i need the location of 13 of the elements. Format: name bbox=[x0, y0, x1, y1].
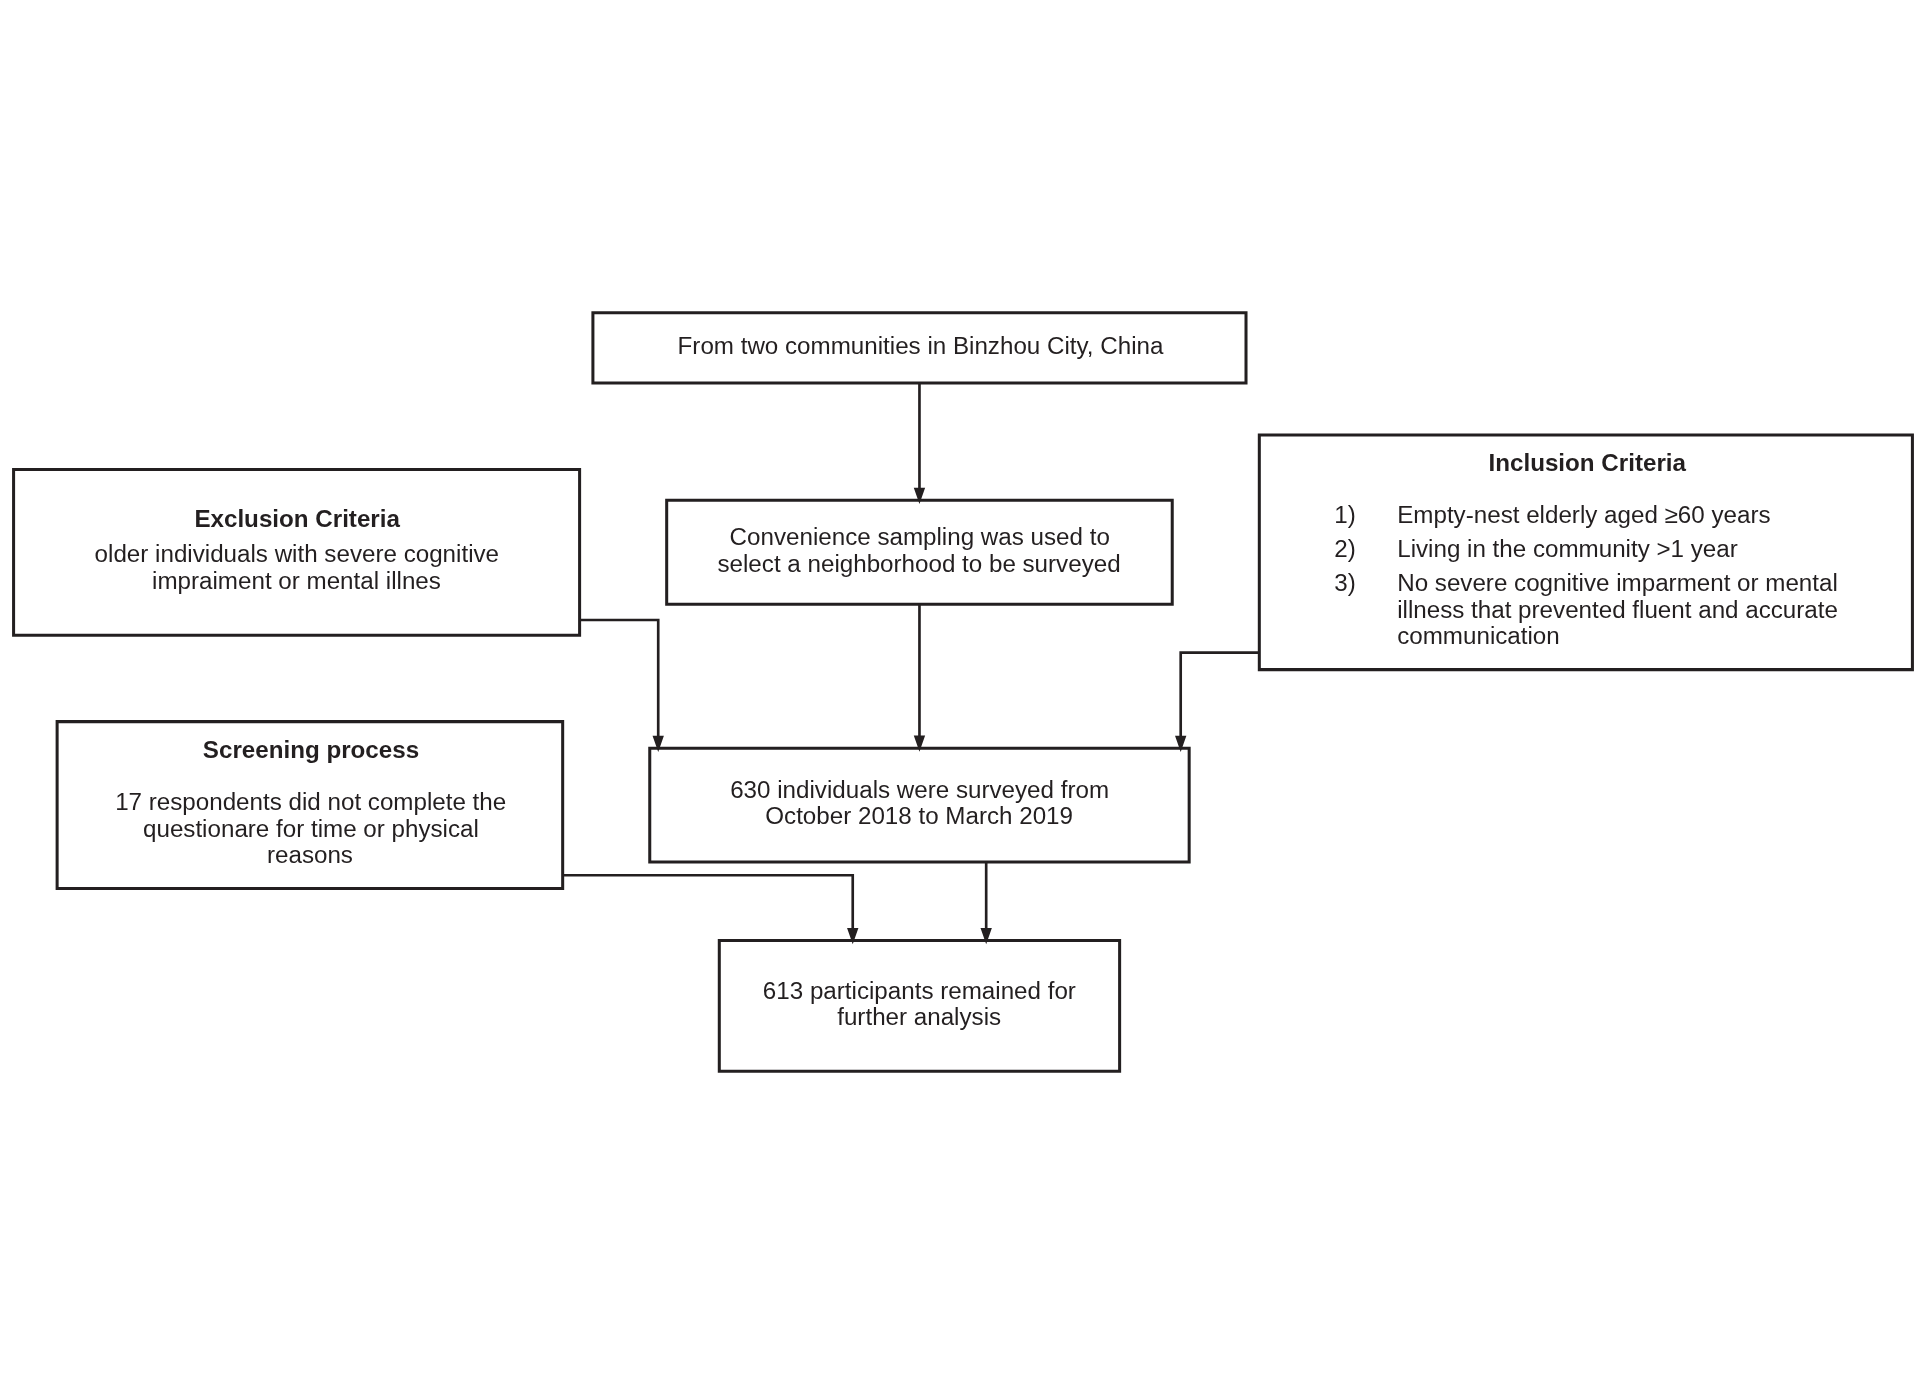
arrow bbox=[563, 873, 859, 944]
node-box: 630 individuals were surveyed from October 2018 to March 2019 bbox=[648, 746, 1191, 863]
arrow bbox=[913, 382, 926, 504]
arrow bbox=[913, 603, 926, 752]
node-box: Inclusion Criteria 1) Empty-nest elderly aged ≥60 years 2) Living in the community >1 year 3) No severe cognitive imparment or mental illness that prevented fluent and accurate communication bbox=[1257, 433, 1914, 671]
arrow bbox=[980, 861, 992, 944]
node-box: Exclusion Criteria older individuals with severe cognitive impraiment or mental illnes bbox=[12, 467, 582, 637]
arrow bbox=[579, 618, 664, 752]
node-box: Screening process 17 respondents did not complete the questionare for time or physical reasons bbox=[55, 719, 565, 890]
arrow bbox=[1175, 650, 1260, 752]
node-box: 613 participants remained for further analysis bbox=[717, 938, 1122, 1073]
node-box: Convenience sampling was used to select a neighborhood to be surveyed bbox=[665, 498, 1174, 606]
node-box: From two communities in Binzhou City, China bbox=[591, 310, 1248, 384]
